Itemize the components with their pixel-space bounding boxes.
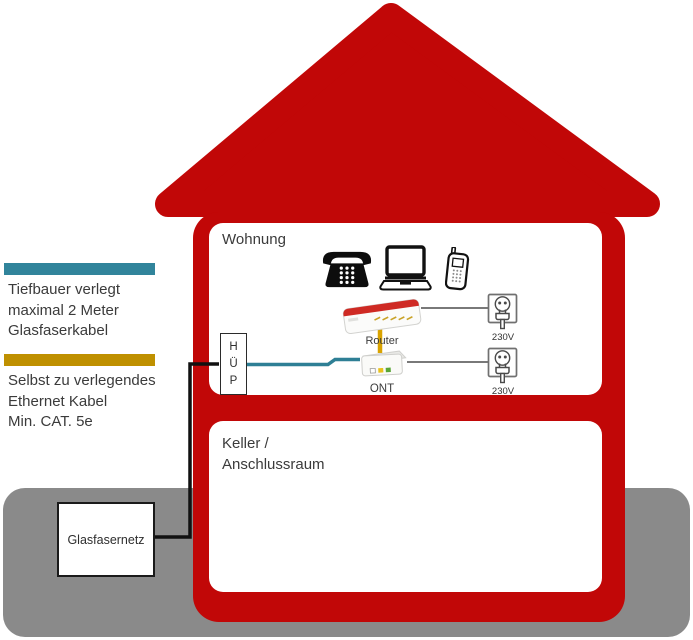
- mobile-screen: [451, 257, 465, 268]
- huep-box: H Ü P: [220, 333, 247, 395]
- telephone-body: [325, 263, 369, 288]
- outlet-hole-left: [498, 355, 502, 359]
- legend-ethernet-bar: [4, 354, 155, 366]
- huep-letter-ue: Ü: [229, 357, 238, 370]
- plug-stem: [499, 372, 505, 384]
- legend-fiber-line1: Tiefbauer verlegt: [8, 281, 121, 298]
- mobile-body-group: [445, 247, 470, 291]
- ont-body-group: [361, 350, 407, 377]
- outlet-voltage-label: 230V: [491, 386, 515, 397]
- outlet-socket: [494, 296, 511, 312]
- huep-letter-h: H: [229, 340, 238, 353]
- telephone-icon: [322, 251, 372, 288]
- legend-ethernet-line2: Ethernet Kabel: [8, 392, 108, 410]
- ont-device-icon: [361, 350, 407, 377]
- legend-ethernet-line1: Selbst zu verlegendes: [8, 372, 156, 389]
- outlet-hole-right: [503, 355, 507, 359]
- ont-port-white: [369, 367, 376, 374]
- outlet-socket: [494, 350, 511, 366]
- laptop-icon: [379, 245, 432, 291]
- laptop-keyboard-strip: [385, 276, 426, 280]
- plug-body: [495, 312, 510, 321]
- router-label: Router: [365, 335, 399, 347]
- power-outlet-icon: [487, 347, 518, 384]
- basement-label-line1: Keller /: [222, 435, 269, 452]
- living-room-label: Wohnung: [222, 231, 286, 248]
- legend-ethernet-line3: Min. CAT. 5e: [8, 413, 93, 430]
- house-roof: [155, 3, 660, 217]
- ont-label: ONT: [369, 383, 395, 395]
- mobile-keypad: [451, 269, 462, 283]
- router-logo-area: [348, 317, 359, 322]
- telephone-handset: [322, 251, 372, 266]
- outlet-hole-right: [503, 301, 507, 305]
- plug-stem: [499, 318, 505, 330]
- legend-fiber-line2: maximal 2 Meter: [8, 301, 119, 319]
- router-device-icon: [342, 298, 422, 334]
- legend-fiber-text: Tiefbauer verlegt maximal 2 Meter Glasfa…: [8, 280, 120, 342]
- power-outlet-icon: [487, 293, 518, 330]
- laptop-base: [379, 280, 432, 291]
- legend-fiber-bar: [4, 263, 155, 275]
- fiber-network-box: Glasfasernetz: [57, 502, 155, 577]
- ont-body: [361, 353, 403, 377]
- legend-fiber-line3: Glasfaserkabel: [8, 322, 109, 339]
- outlet-hole-left: [498, 301, 502, 305]
- mobile-phone-icon: [445, 247, 470, 291]
- ont-port-yellow: [378, 367, 384, 373]
- basement-room-label: Keller / Anschlussraum: [222, 433, 325, 475]
- legend-ethernet-text: Selbst zu verlegendes Ethernet Kabel Min…: [8, 371, 156, 433]
- router-red-stripe: [343, 299, 419, 317]
- outlet-voltage-label: 230V: [491, 332, 515, 343]
- telephone-keypad: [339, 266, 355, 284]
- laptop-touchpad: [400, 282, 411, 285]
- laptop-screen: [385, 245, 426, 277]
- basement-label-line2: Anschlussraum: [222, 456, 325, 473]
- plug-body: [495, 366, 510, 375]
- router-vents: [374, 316, 413, 321]
- ont-port-green: [385, 367, 391, 373]
- room-basement: Keller / Anschlussraum: [209, 421, 602, 592]
- router-body-group: [342, 298, 422, 334]
- roof-shape: [155, 3, 660, 217]
- huep-letter-p: P: [229, 374, 238, 387]
- fiber-network-label: Glasfasernetz: [67, 532, 145, 547]
